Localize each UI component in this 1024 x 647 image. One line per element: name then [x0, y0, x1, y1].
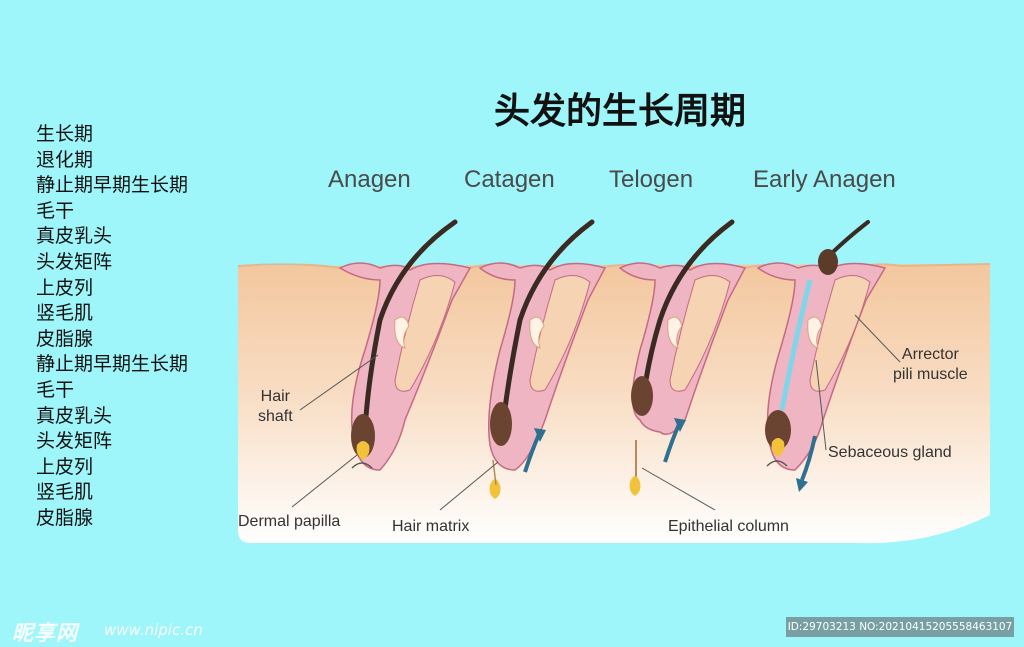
side-list-item: 静止期早期生长期 — [36, 353, 189, 376]
skin-layer — [238, 264, 990, 544]
side-list-item: 静止期早期生长期 — [36, 174, 189, 197]
label-dermal-papilla: Dermal papilla — [238, 513, 341, 530]
watermark-id: ID:29703213 NO:20210415205558463107 — [786, 617, 1014, 637]
side-list-item: 头发矩阵 — [36, 250, 113, 273]
stage-label-anagen: Anagen — [328, 166, 411, 193]
label-hair-matrix: Hair matrix — [392, 518, 470, 535]
side-list-item: 竖毛肌 — [36, 481, 94, 504]
label-hair-shaft: Hair shaft — [258, 388, 293, 425]
watermark-site: www.nipic.cn — [104, 621, 203, 639]
label-sebaceous-gland: Sebaceous gland — [828, 444, 952, 461]
label-epithelial-column: Epithelial column — [668, 518, 789, 535]
stage-label-telogen: Telogen — [609, 166, 694, 193]
stage-label-catagen: Catagen — [464, 166, 555, 193]
side-list-item: 真皮乳头 — [36, 225, 113, 248]
stage-label-early-anagen: Early Anagen — [753, 166, 896, 193]
side-list-item: 毛干 — [36, 199, 75, 222]
side-list-item: 竖毛肌 — [36, 302, 94, 325]
follicle-anagen — [338, 219, 472, 471]
watermark-logo: 昵享网 — [12, 621, 78, 645]
follicle-telogen — [618, 219, 747, 496]
side-list-item: 皮脂腺 — [36, 327, 94, 350]
label-arrector-pili: Arrector pili muscle — [893, 346, 968, 383]
side-list-item: 上皮列 — [36, 455, 94, 478]
side-list-item: 真皮乳头 — [36, 404, 113, 427]
side-list-item: 头发矩阵 — [36, 430, 113, 453]
follicle-catagen — [478, 219, 607, 499]
follicle-early-anagen — [756, 220, 887, 492]
side-list-item: 退化期 — [36, 148, 94, 171]
page-title: 头发的生长周期 — [493, 91, 746, 132]
side-list-item: 皮脂腺 — [36, 506, 94, 529]
side-list-item: 上皮列 — [36, 276, 94, 299]
side-list-item: 毛干 — [36, 378, 75, 401]
leader-lines — [291, 314, 901, 511]
chinese-term-list: 生长期退化期静止期早期生长期毛干真皮乳头头发矩阵上皮列竖毛肌皮脂腺静止期早期生长… — [36, 122, 188, 532]
side-list-item: 生长期 — [36, 123, 94, 145]
